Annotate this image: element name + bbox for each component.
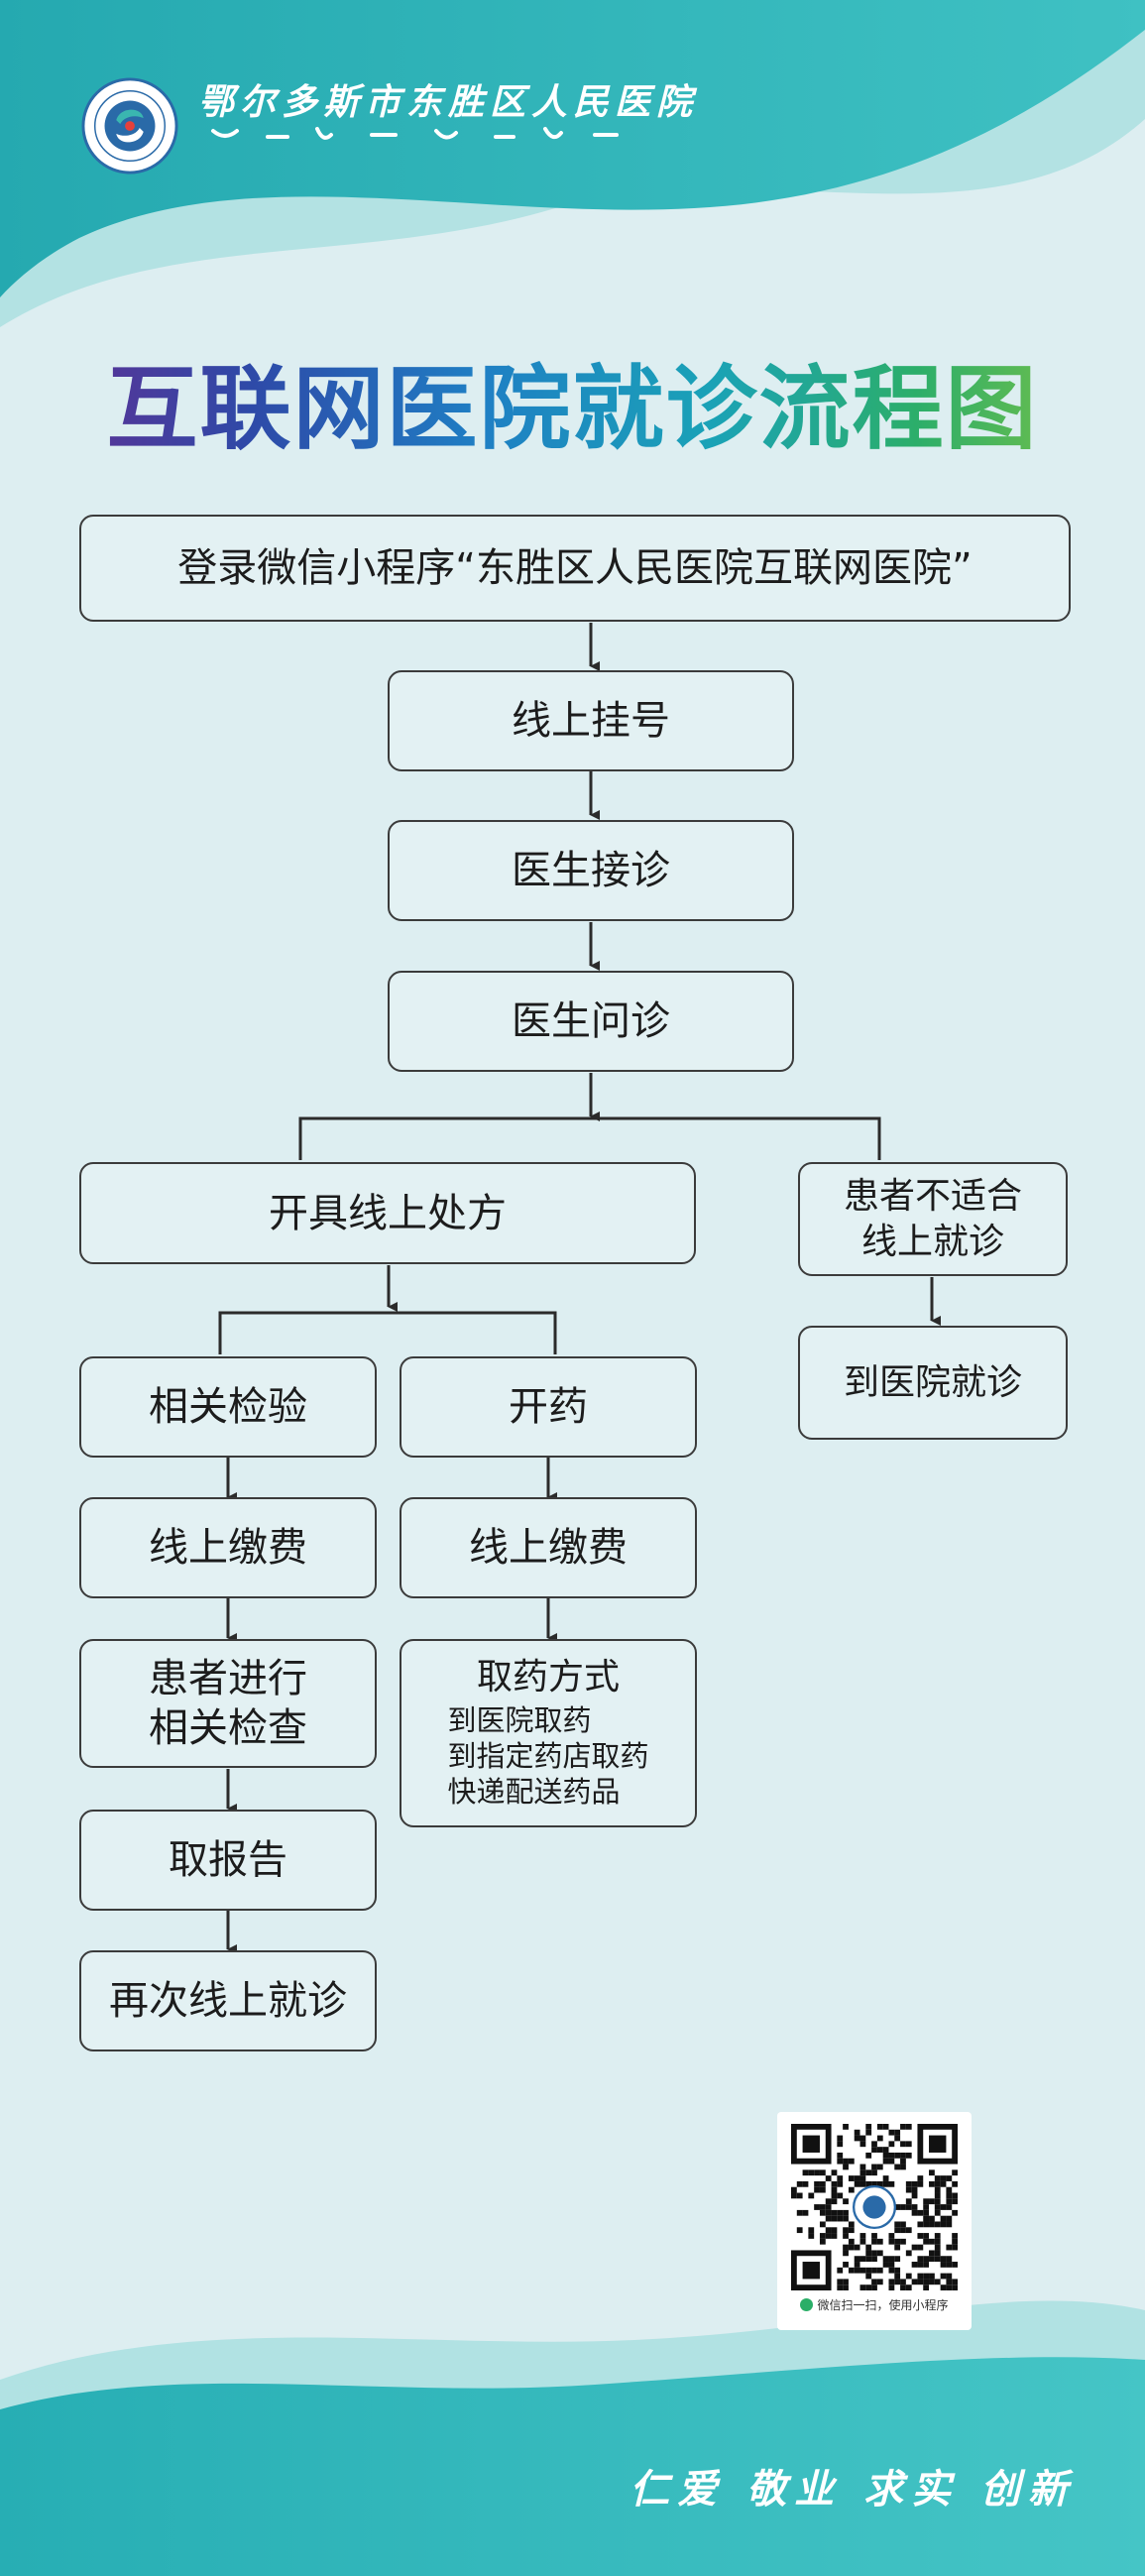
step-label: 登录微信小程序“东胜区人民医院互联网医院” xyxy=(177,545,973,591)
step-patient-examination: 患者进行 相关检查 xyxy=(79,1639,377,1768)
step-label: 线上缴费 xyxy=(469,1525,628,1571)
step-online-payment-medicine: 线上缴费 xyxy=(400,1497,697,1598)
step-doctor-consultation: 医生问诊 xyxy=(388,971,794,1072)
step-related-tests: 相关检验 xyxy=(79,1356,377,1458)
step-label-line-2: 线上就诊 xyxy=(860,1221,1004,1262)
step-online-payment-tests: 线上缴费 xyxy=(79,1497,377,1598)
step-medicine-pickup-methods: 取药方式 到医院取药 到指定药店取药 快递配送药品 xyxy=(400,1639,697,1827)
step-label: 再次线上就诊 xyxy=(109,1978,347,2024)
pickup-method-item: 到指定药店取药 xyxy=(447,1739,649,1773)
mongolian-script-decoration xyxy=(211,127,619,140)
pickup-method-item: 快递配送药品 xyxy=(447,1775,621,1809)
step-heading: 取药方式 xyxy=(476,1657,620,1698)
step-label: 到医院就诊 xyxy=(843,1361,1022,1403)
page-title: 互联网医院就诊流程图 xyxy=(0,335,1145,467)
step-label-line-2: 相关检查 xyxy=(149,1705,307,1751)
step-not-suitable-online: 患者不适合 线上就诊 xyxy=(798,1162,1068,1276)
step-online-prescription: 开具线上处方 xyxy=(79,1162,696,1264)
qr-code-icon xyxy=(791,2124,958,2290)
step-get-report: 取报告 xyxy=(79,1810,377,1911)
step-label: 线上挂号 xyxy=(512,698,670,744)
hospital-logo-icon xyxy=(81,77,178,175)
pickup-method-list: 到医院取药 到指定药店取药 快递配送药品 xyxy=(447,1702,648,1810)
step-revisit-online: 再次线上就诊 xyxy=(79,1950,377,2051)
step-label-line-1: 患者不适合 xyxy=(843,1175,1022,1217)
step-label: 线上缴费 xyxy=(149,1525,307,1571)
qr-caption-text: 微信扫一扫，使用小程序 xyxy=(817,2298,949,2312)
step-doctor-accepts: 医生接诊 xyxy=(388,820,794,921)
step-label: 医生接诊 xyxy=(512,848,670,893)
hospital-slogan: 仁爱 敬业 求实 创新 xyxy=(630,2466,1076,2513)
step-label: 相关检验 xyxy=(149,1384,307,1430)
step-login-mini-program: 登录微信小程序“东胜区人民医院互联网医院” xyxy=(79,515,1071,622)
qr-caption: 微信扫一扫，使用小程序 xyxy=(777,2296,972,2313)
step-prescribe-medicine: 开药 xyxy=(400,1356,697,1458)
pickup-method-item: 到医院取药 xyxy=(447,1703,592,1737)
hospital-name: 鄂尔多斯市东胜区人民医院 xyxy=(198,81,699,123)
mini-program-qr-code: 微信扫一扫，使用小程序 xyxy=(777,2112,972,2330)
step-online-registration: 线上挂号 xyxy=(388,670,794,771)
step-visit-hospital: 到医院就诊 xyxy=(798,1326,1068,1440)
step-label: 取报告 xyxy=(169,1837,287,1883)
step-label-line-1: 患者进行 xyxy=(149,1656,307,1701)
step-label: 开具线上处方 xyxy=(269,1190,507,1236)
step-label: 开药 xyxy=(509,1384,588,1430)
step-label: 医生问诊 xyxy=(512,998,670,1044)
wechat-icon xyxy=(800,2298,814,2311)
